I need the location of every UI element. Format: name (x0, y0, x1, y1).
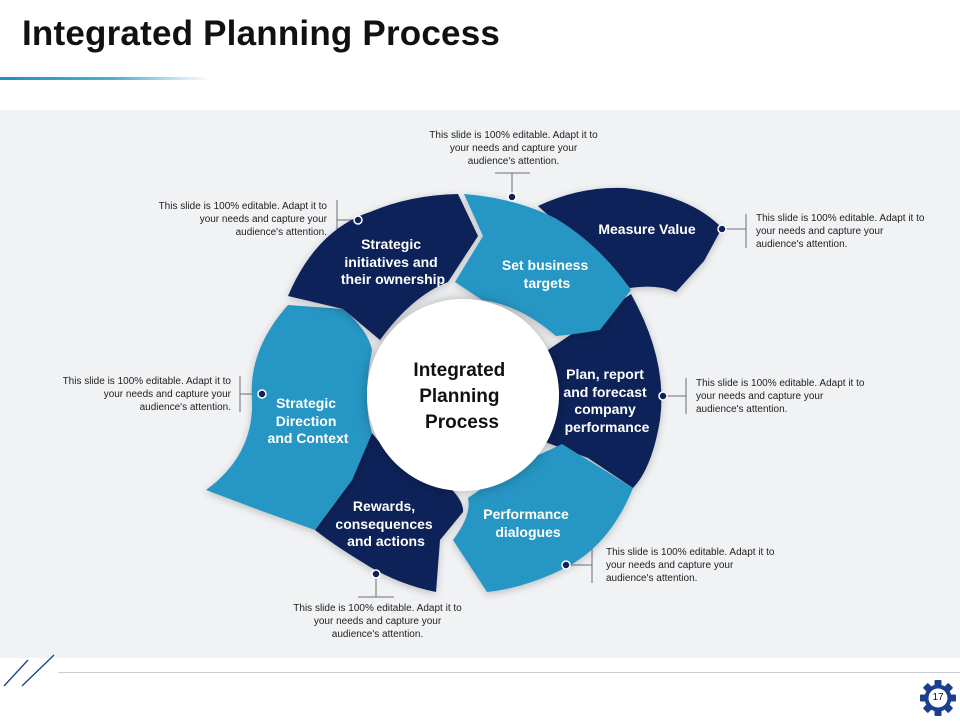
note-upper-left: This slide is 100% editable. Adapt it to… (158, 201, 327, 238)
page-number: 17 (932, 692, 944, 703)
note-left: This slide is 100% editable. Adapt it to… (62, 376, 231, 413)
footer-divider (58, 672, 960, 673)
dot-upper-left (353, 215, 363, 225)
dot-upper-right (717, 224, 727, 234)
segment-rewards[interactable] (315, 433, 464, 592)
label-strategic-direction: Strategic Direction and Context (268, 395, 349, 446)
footer-slashes (3, 654, 55, 687)
note-right: This slide is 100% editable. Adapt it to… (696, 378, 865, 415)
dot-right (658, 391, 668, 401)
segment-plan-report[interactable] (540, 294, 662, 488)
dot-lower-right (561, 560, 571, 570)
dot-left (257, 389, 267, 399)
segment-measure-value[interactable] (538, 187, 722, 292)
label-strategic-initiatives: Strategic initiatives and their ownershi… (341, 236, 445, 287)
center-line-2: Planning (419, 386, 499, 407)
center-label: Integrated Planning Process (413, 360, 510, 433)
segment-set-business-targets[interactable] (455, 194, 631, 336)
page-number-badge: 17 (918, 678, 958, 718)
dot-top (507, 192, 517, 202)
note-bottom: This slide is 100% editable. Adapt it to… (293, 603, 462, 640)
center-circle (367, 299, 559, 491)
segment-strategic-initiatives[interactable] (288, 194, 478, 340)
note-lower-right: This slide is 100% editable. Adapt it to… (606, 547, 775, 584)
slide-title: Integrated Planning Process (22, 14, 501, 53)
note-top: This slide is 100% editable. Adapt it to… (429, 130, 598, 167)
gear-icon (920, 680, 956, 716)
note-upper-right: This slide is 100% editable. Adapt it to… (756, 213, 925, 250)
label-set-business-targets: Set business targets (502, 257, 592, 291)
segment-strategic-direction[interactable] (206, 305, 372, 530)
center-line-1: Integrated (413, 360, 505, 381)
label-rewards: Rewards, consequences and actions (335, 498, 436, 549)
dot-bottom (371, 569, 381, 579)
label-measure-value: Measure Value (598, 221, 695, 237)
label-performance-dialogues: Performance dialogues (483, 506, 572, 540)
label-plan-report: Plan, report and forecast company perfor… (563, 366, 650, 435)
title-underline (0, 77, 210, 80)
connector-dots (257, 192, 727, 579)
center-line-3: Process (425, 412, 499, 433)
